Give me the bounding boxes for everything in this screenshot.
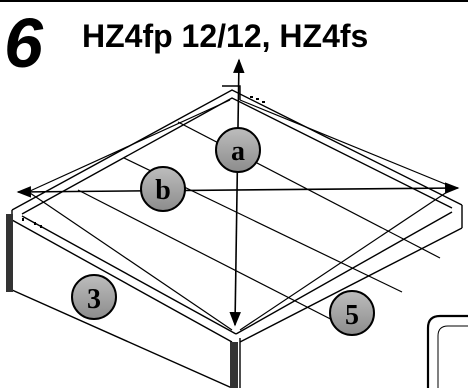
diagonal-cross-3: [29, 192, 233, 331]
callout-b: b: [140, 166, 186, 212]
part-3-label: 3: [87, 284, 101, 315]
part-5-label: 5: [345, 300, 359, 331]
callout-b-label: b: [155, 175, 171, 206]
callout-part-5: 5: [329, 290, 375, 336]
diagonal-cross-1: [29, 99, 231, 192]
diagonal-b-arrow: [16, 182, 460, 198]
diagonal-cross-4: [239, 189, 451, 331]
detail-panel: [426, 314, 468, 388]
front-left-edge-banding: [6, 214, 13, 292]
step-title: HZ4fp 12/12, HZ4fs: [82, 18, 369, 54]
callout-part-3: 3: [71, 274, 117, 320]
callout-a-label: a: [231, 136, 245, 167]
callout-a: a: [215, 127, 261, 173]
front-corner-edge-banding: [230, 342, 238, 388]
dowel-marks: [22, 96, 265, 228]
step-number: 6: [4, 4, 43, 82]
diagonal-cross-2: [239, 99, 451, 187]
